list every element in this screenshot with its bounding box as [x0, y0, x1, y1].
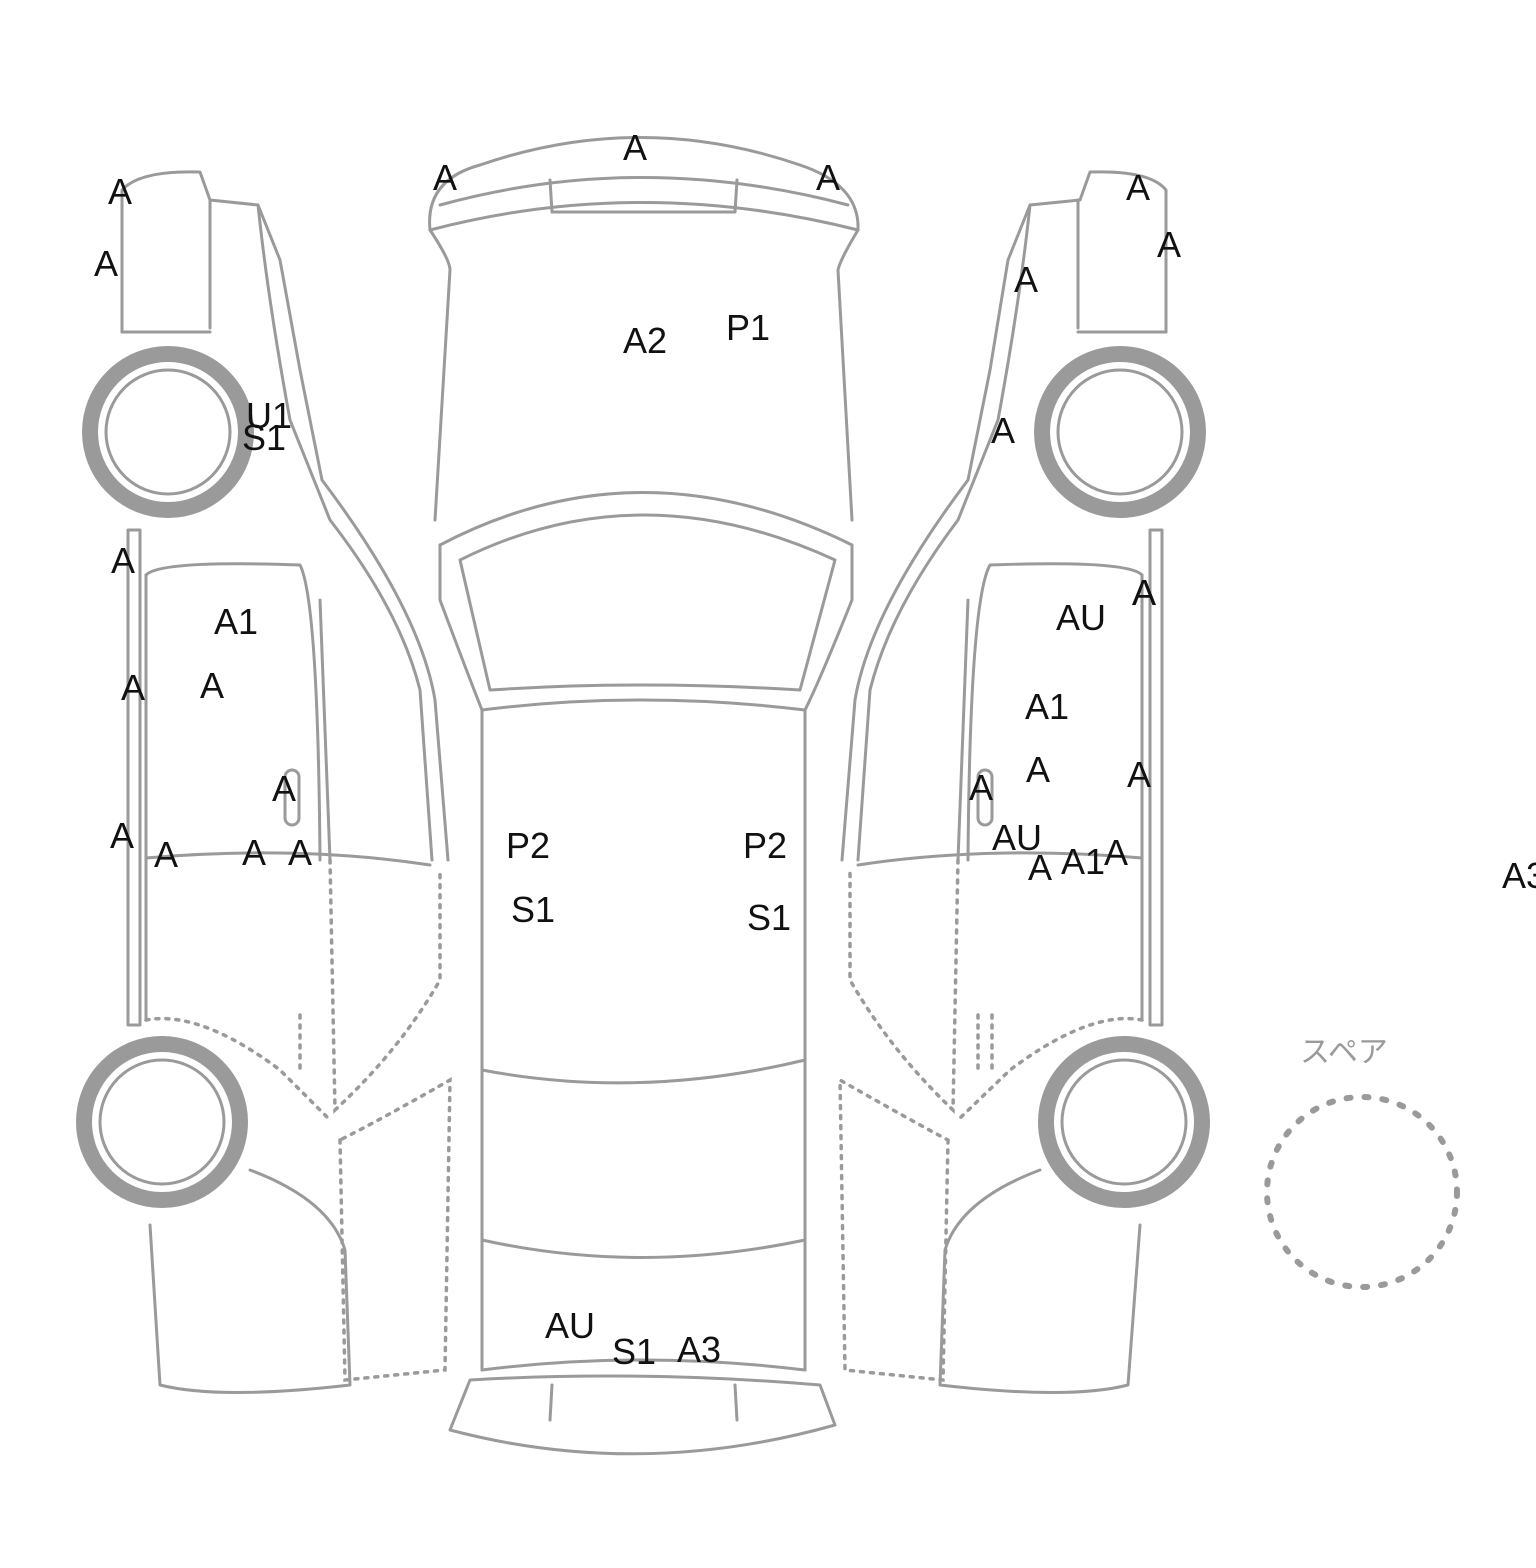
damage-code: A: [108, 171, 132, 212]
damage-code: S1: [242, 417, 286, 458]
damage-code: A: [111, 540, 135, 581]
damage-codes: A A A A A A A A A2 P1 A U1 S1 A A A1 A A…: [94, 127, 1536, 1372]
damage-code: P2: [506, 825, 550, 866]
right-side-view: [838, 170, 1210, 1394]
damage-code: A: [288, 832, 312, 873]
damage-code: A: [1132, 572, 1156, 613]
damage-code: A: [121, 667, 145, 708]
damage-code: P1: [726, 307, 770, 348]
damage-code: A: [1026, 749, 1050, 790]
damage-code: A1: [214, 601, 258, 642]
damage-code: A3: [677, 1329, 721, 1370]
damage-code: A: [1157, 224, 1181, 265]
damage-code: AU: [992, 817, 1042, 858]
damage-code: U1: [246, 395, 292, 436]
damage-code: S1: [747, 897, 791, 938]
damage-code: S1: [612, 1331, 656, 1372]
damage-code: A: [154, 834, 178, 875]
damage-code: A3: [1502, 855, 1536, 896]
damage-code: A: [242, 832, 266, 873]
left-side-view: [76, 170, 452, 1394]
damage-code: A1: [1061, 841, 1105, 882]
damage-code: AU: [1056, 597, 1106, 638]
damage-code: S1: [511, 889, 555, 930]
damage-code: A1: [1025, 686, 1069, 727]
damage-code: A2: [623, 320, 667, 361]
damage-code: A: [1132, 572, 1156, 613]
spare-tire: スペア: [1264, 1035, 1460, 1290]
damage-code: A: [969, 767, 993, 808]
damage-code: A: [991, 410, 1015, 451]
damage-code: A: [272, 768, 296, 809]
damage-code: A: [94, 243, 118, 284]
damage-code: AU: [545, 1305, 595, 1346]
damage-code: A: [1104, 832, 1128, 873]
damage-code: A: [1028, 847, 1052, 888]
damage-code: A: [1126, 167, 1150, 208]
top-view: [428, 136, 860, 1456]
damage-code: P2: [743, 825, 787, 866]
damage-code: A: [200, 665, 224, 706]
damage-code: A: [816, 157, 840, 198]
damage-code: A: [433, 157, 457, 198]
spare-label: スペア: [1300, 1035, 1388, 1070]
damage-code: A: [1014, 259, 1038, 300]
damage-code: A: [1127, 754, 1151, 795]
damage-code: A: [623, 127, 647, 168]
damage-code: A: [110, 815, 134, 856]
